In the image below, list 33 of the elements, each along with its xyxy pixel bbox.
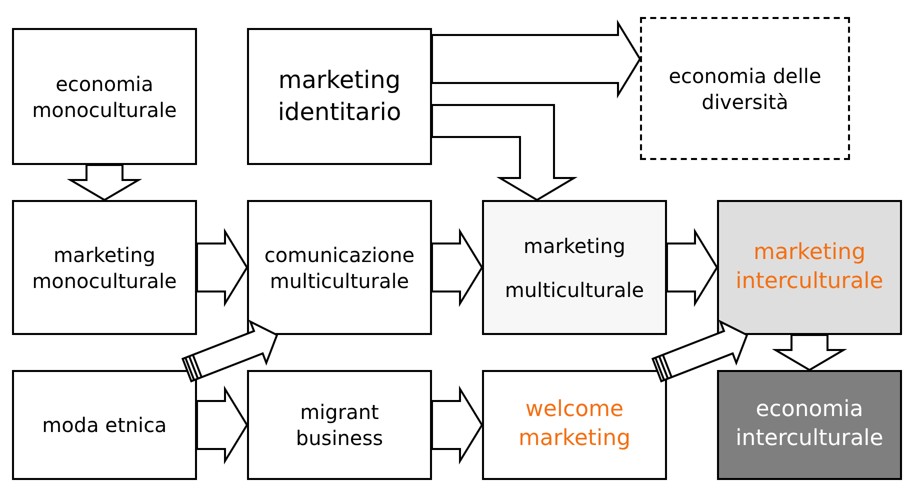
- box-label: marketing monoculturale: [31, 242, 178, 294]
- process-box: [12, 200, 197, 335]
- process-box: [247, 28, 432, 165]
- block-arrow: [66, 164, 142, 202]
- dashed-box: [640, 17, 850, 160]
- process-box: [482, 370, 667, 480]
- block-arrow: [431, 228, 484, 308]
- process-box: [247, 370, 432, 480]
- box-label: marketing identitario: [276, 65, 402, 128]
- block-arrow: [651, 320, 748, 382]
- block-arrow: [431, 385, 484, 465]
- box-label: welcome marketing: [517, 396, 632, 453]
- box-label: economia interculturale: [734, 396, 884, 453]
- box-label: moda etnica: [42, 412, 167, 438]
- box-label: migrant business: [294, 399, 384, 451]
- box-label: marketing multiculturale: [504, 232, 646, 304]
- box-label: economia delle diversità: [668, 62, 822, 114]
- process-box: [482, 200, 667, 335]
- process-box: [12, 370, 197, 480]
- process-box: [717, 370, 902, 480]
- block-arrow: [666, 228, 718, 308]
- block-arrow: [431, 19, 642, 99]
- block-arrow: [181, 320, 278, 382]
- block-arrow: [196, 228, 248, 308]
- box-label: economia monoculturale: [31, 70, 178, 122]
- process-box: [12, 28, 197, 165]
- process-box: [717, 200, 902, 335]
- box-label: comunicazione multiculturale: [263, 242, 416, 294]
- process-box: [247, 200, 432, 335]
- block-arrow: [772, 334, 848, 372]
- block-arrow: [196, 385, 248, 465]
- block-arrow: [431, 104, 578, 202]
- box-label: marketing interculturale: [734, 238, 884, 296]
